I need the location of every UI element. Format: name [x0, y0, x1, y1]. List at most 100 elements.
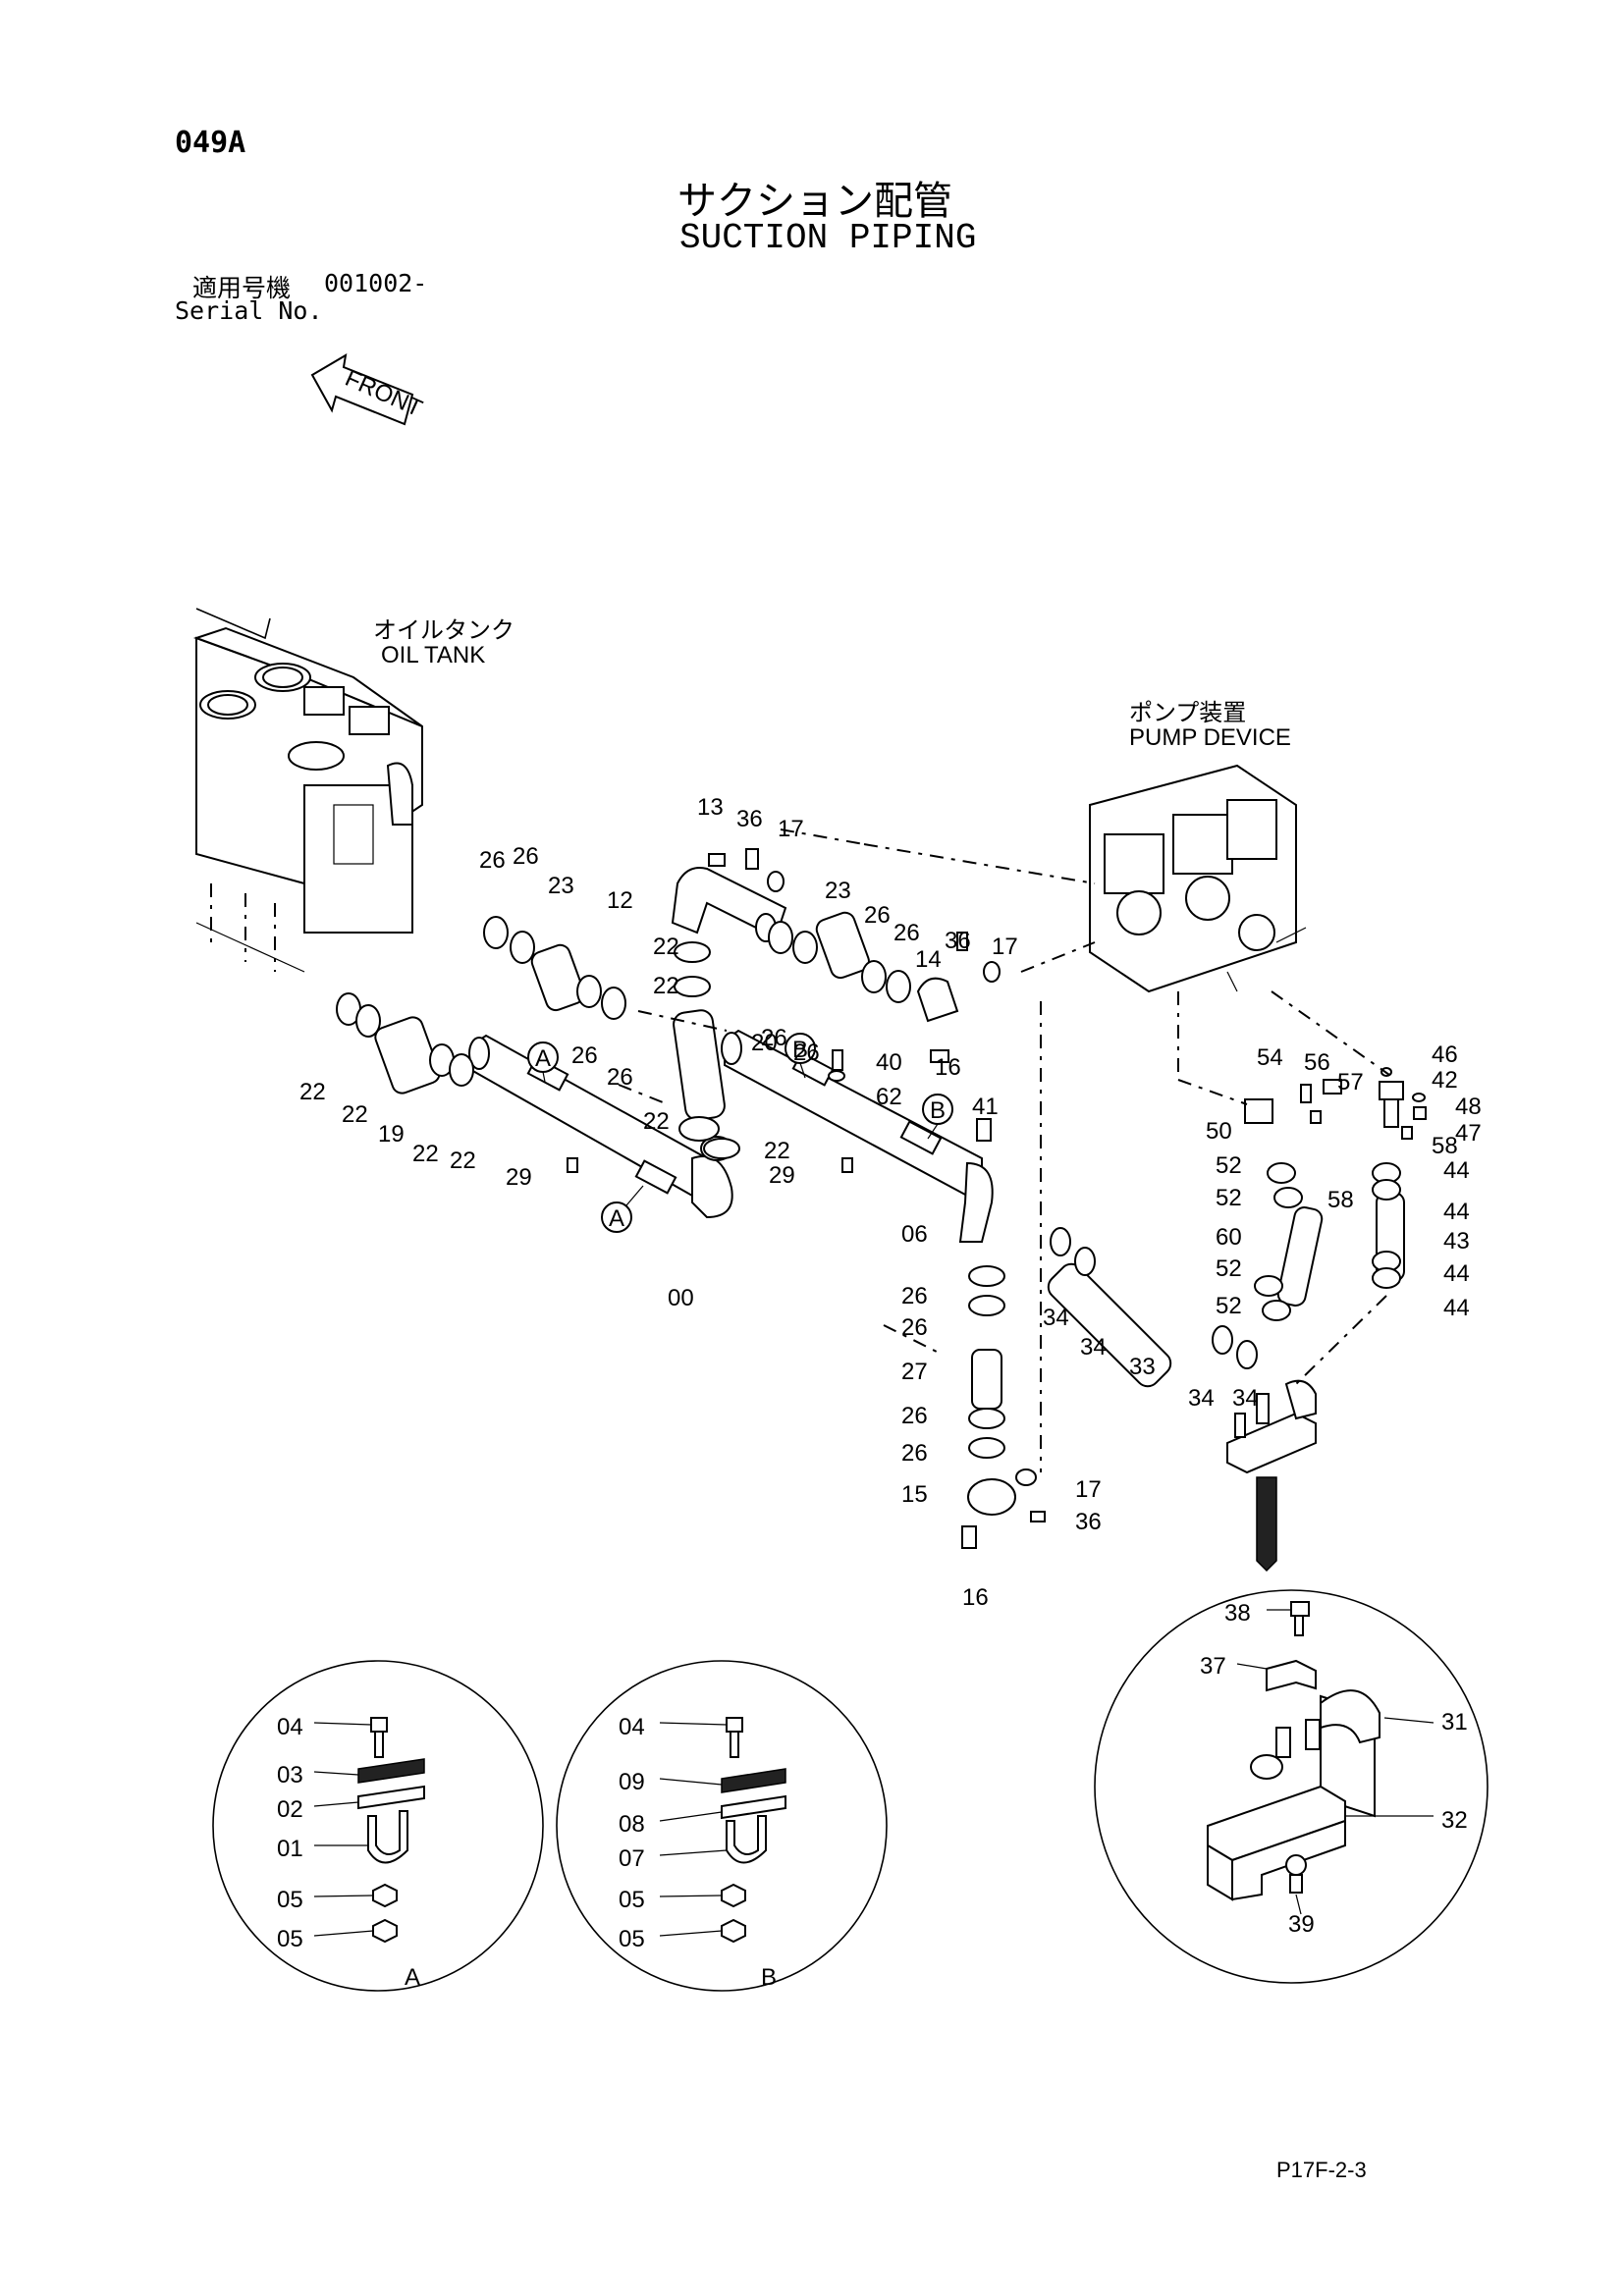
callout-38-81: 38 [1224, 1600, 1251, 1627]
callout-22-30: 22 [764, 1138, 790, 1164]
front-arrow-icon: FRONT [310, 353, 426, 426]
marker-a-upper: A [535, 1045, 551, 1072]
title-japanese: サクション配管 [677, 179, 952, 224]
serial-label-en: Serial No. [175, 296, 323, 325]
callout-26-18: 26 [793, 1040, 820, 1066]
hose-60 [1276, 1206, 1324, 1307]
marker-b-lower: B [930, 1097, 946, 1124]
callout-56-50: 56 [1304, 1049, 1330, 1076]
pump-device-label-en: PUMP DEVICE [1129, 724, 1291, 751]
page-id: 049A [175, 126, 246, 160]
callout-29-32: 29 [769, 1162, 795, 1189]
callout-62-27: 62 [876, 1084, 902, 1110]
callout-33-46: 33 [1129, 1354, 1156, 1380]
callout-22-29: 22 [643, 1108, 670, 1135]
callout-47-62: 47 [1455, 1120, 1482, 1147]
callout-19-5: 19 [378, 1121, 405, 1148]
callout-05-79: 05 [619, 1887, 645, 1913]
callout-26-22: 26 [893, 920, 920, 946]
callout-54-49: 54 [1257, 1044, 1283, 1071]
leader-44-manifold [1295, 1295, 1387, 1385]
pump-device-label-jp: ポンプ装置 [1129, 700, 1247, 726]
callout-26-21: 26 [864, 902, 891, 929]
footer-code: P17F-2-3 [1276, 2158, 1367, 2182]
callout-22-7: 22 [450, 1148, 476, 1174]
callout-44-67: 44 [1443, 1260, 1470, 1287]
callout-05-73: 05 [277, 1887, 303, 1913]
callout-00-33: 00 [668, 1285, 694, 1311]
callout-58-53: 58 [1327, 1187, 1354, 1213]
callout-34-48: 34 [1232, 1385, 1259, 1412]
callout-41-28: 41 [972, 1094, 999, 1120]
marker-b-upper: B [792, 1037, 808, 1063]
callout-34-45: 34 [1080, 1334, 1107, 1361]
oil-tank-label-en: OIL TANK [381, 642, 486, 668]
section-markers: A A B B [527, 1033, 953, 1233]
detail-circle-manifold [1094, 1589, 1489, 1984]
callout-09-76: 09 [619, 1769, 645, 1795]
callout-17-41: 17 [1075, 1476, 1102, 1503]
callout-37-82: 37 [1200, 1653, 1226, 1680]
callout-57-51: 57 [1337, 1069, 1364, 1095]
detail-a-label: A [405, 1964, 420, 1991]
callout-04-75: 04 [619, 1714, 645, 1740]
callout-06-34: 06 [901, 1221, 928, 1248]
marker-a-lower: A [609, 1205, 624, 1232]
leader-22-pipe [637, 1010, 728, 1032]
callout-26-17: 26 [761, 1025, 787, 1051]
title-english: SUCTION PIPING [679, 218, 977, 258]
callout-52-58: 52 [1216, 1293, 1242, 1319]
callout-26-39: 26 [901, 1440, 928, 1467]
detail-circle-a: A [212, 1660, 544, 1992]
fittings [567, 848, 1427, 1173]
clamp-group [336, 916, 1401, 1459]
callout-26-1: 26 [513, 843, 539, 870]
callout-26-0: 26 [479, 847, 506, 874]
callout-36-19: 36 [945, 928, 971, 954]
callout-08-77: 08 [619, 1811, 645, 1838]
detail-circle-b: B [556, 1660, 888, 1992]
serial-label-jp: 適用号機 [192, 274, 292, 302]
callout-52-55: 52 [1216, 1185, 1242, 1211]
callout-44-68: 44 [1443, 1295, 1470, 1321]
callout-15-40: 15 [901, 1481, 928, 1508]
callout-26-10: 26 [571, 1042, 598, 1069]
detail-leaders [313, 1609, 1435, 1937]
callout-44-64: 44 [1443, 1157, 1470, 1184]
callout-17-14: 17 [778, 816, 804, 842]
hose-20 [673, 1009, 726, 1121]
leader-12-pump-b [863, 843, 1096, 884]
callout-22-4: 22 [342, 1101, 368, 1128]
callout-22-6: 22 [412, 1141, 439, 1167]
callout-36-42: 36 [1075, 1509, 1102, 1535]
callout-27-37: 27 [901, 1359, 928, 1385]
callout-52-54: 52 [1216, 1152, 1242, 1179]
leader-27 [883, 1324, 944, 1356]
callout-03-70: 03 [277, 1762, 303, 1789]
hose-23-right [815, 911, 870, 980]
leader-12-pump [780, 828, 865, 845]
leader-pump-50b [1177, 1079, 1248, 1105]
callout-31-83: 31 [1441, 1709, 1468, 1735]
callout-07-78: 07 [619, 1845, 645, 1872]
callout-46-59: 46 [1432, 1041, 1458, 1068]
elbow-12 [671, 867, 787, 942]
flange-15 [961, 1468, 1046, 1549]
oil-tank-label-jp: オイルタンク [373, 617, 514, 644]
callout-16-26: 16 [935, 1054, 961, 1081]
callout-22-9: 22 [653, 973, 679, 999]
callout-05-80: 05 [619, 1926, 645, 1952]
callout-26-38: 26 [901, 1403, 928, 1429]
callout-20-24: 20 [751, 1030, 778, 1056]
callout-36-13: 36 [736, 806, 763, 832]
callout-34-44: 34 [1043, 1305, 1069, 1331]
callout-32-84: 32 [1441, 1807, 1468, 1834]
callout-01-72: 01 [277, 1836, 303, 1862]
callout-14-23: 14 [915, 946, 942, 973]
oil-tank-drawing [192, 608, 423, 973]
detail-pointer [1256, 1476, 1277, 1573]
callout-43-66: 43 [1443, 1228, 1470, 1255]
callout-13-12: 13 [697, 794, 724, 821]
